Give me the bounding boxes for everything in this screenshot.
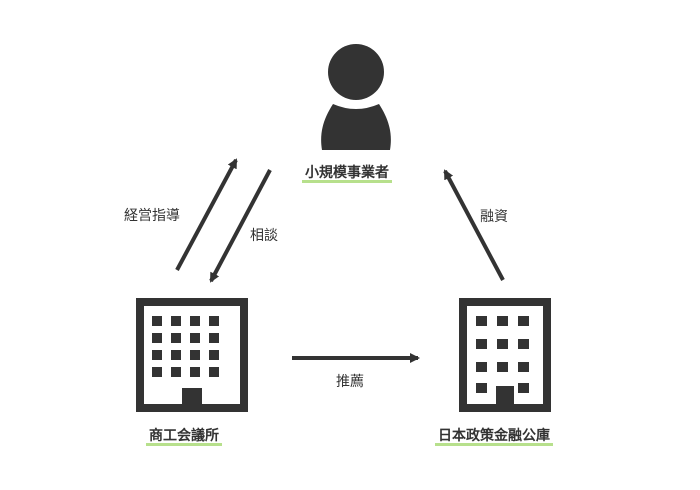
building-icon bbox=[136, 298, 248, 412]
chamber-label: 商工会議所 bbox=[146, 425, 222, 446]
business-label: 小規模事業者 bbox=[302, 162, 392, 183]
person-icon bbox=[321, 44, 391, 150]
building-icon bbox=[459, 298, 551, 412]
guidance-label: 経営指導 bbox=[124, 208, 180, 224]
bank-label: 日本政策金融公庫 bbox=[435, 425, 553, 446]
arrow-consult bbox=[209, 169, 272, 283]
arrow-finance bbox=[443, 169, 505, 281]
recommend-label: 推薦 bbox=[336, 374, 364, 390]
arrow-guidance bbox=[175, 158, 238, 271]
consult-label: 相談 bbox=[250, 228, 278, 244]
finance-label: 融資 bbox=[480, 209, 508, 225]
